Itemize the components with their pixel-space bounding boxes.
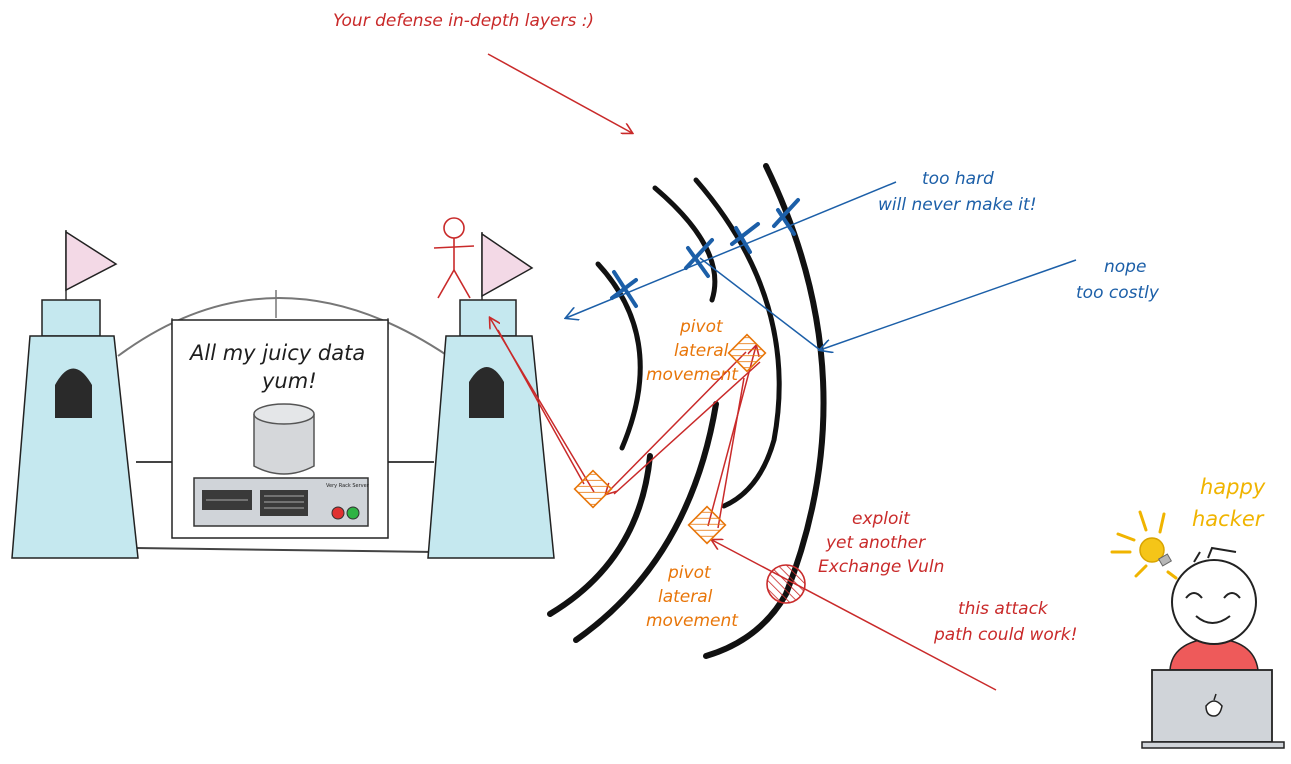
- attack-arrow-pivot-up-2: [717, 377, 745, 529]
- exploit-line1: exploit: [852, 509, 911, 529]
- exploit-line3: Exchange Vuln: [818, 557, 944, 577]
- too-hard-note-line2: will never make it!: [878, 195, 1037, 215]
- attack-arrow-entry: [712, 540, 997, 691]
- pivot-upper-line1: pivot: [679, 317, 724, 337]
- data-panel: All my juicy data yum! Very Rack Server: [171, 319, 389, 539]
- data-label-line2: yum!: [261, 369, 317, 393]
- hacker-head: [1171, 559, 1257, 645]
- left-tower: [11, 230, 139, 559]
- blocked-arrow-nope-bounce: [699, 257, 821, 351]
- attack-arrow-pivot-up: [707, 346, 756, 527]
- block-x-mark: [684, 238, 714, 278]
- attack-line1: this attack: [958, 599, 1049, 619]
- hacker: happy hacker: [1110, 475, 1285, 749]
- nope-note-line2: too costly: [1076, 283, 1160, 303]
- pivot-lower-line2: lateral: [658, 587, 713, 607]
- guard-stick-figure: [433, 217, 475, 299]
- defense-layer-2-lower: [573, 401, 719, 643]
- pivot-diamond-upper: [727, 333, 767, 373]
- pivot-lower-line3: movement: [646, 611, 739, 631]
- server-icon: Very Rack Server: [193, 477, 370, 527]
- server-label: Very Rack Server: [326, 483, 370, 489]
- castle-wall-arch: [117, 297, 449, 357]
- database-icon: [253, 403, 315, 475]
- right-tower-window: [469, 367, 504, 418]
- pivot-upper-line3: movement: [646, 365, 739, 385]
- right-flag: [481, 232, 534, 298]
- title-arrow: [487, 53, 632, 133]
- defense-layer-4: [703, 163, 827, 659]
- left-tower-window: [55, 368, 92, 418]
- server-green-light: [346, 506, 360, 520]
- attack-line2: path could work!: [933, 625, 1077, 645]
- diagram-title: Your defense in-depth layers :): [333, 11, 594, 31]
- hacker-label-line2: hacker: [1192, 507, 1265, 531]
- block-x-mark: [772, 198, 800, 236]
- data-label-line1: All my juicy data: [188, 341, 365, 365]
- left-flag: [65, 230, 118, 292]
- blocked-attempts: [566, 181, 1077, 351]
- castle: All my juicy data yum! Very Rack Server: [11, 217, 555, 559]
- nope-note-line1: nope: [1104, 257, 1146, 277]
- pivot-diamond-lower: [687, 505, 727, 545]
- pivot-diamond-left: [573, 469, 613, 509]
- too-hard-note-line1: too hard: [922, 169, 994, 189]
- pivot-lower-line1: pivot: [667, 563, 712, 583]
- block-x-mark: [730, 222, 760, 254]
- exploit-line2: yet another: [825, 533, 926, 553]
- defense-layer-1-lower: [547, 453, 653, 617]
- pivot-upper-line2: lateral: [674, 341, 729, 361]
- hacker-label-line1: happy: [1200, 475, 1266, 499]
- blocked-arrow-top: [566, 181, 897, 318]
- attack-arrow-pivot-left: [606, 351, 747, 494]
- exploit-hole: [766, 564, 806, 604]
- lightbulb-icon: [1110, 510, 1178, 580]
- server-red-light: [331, 506, 345, 520]
- right-tower: [427, 232, 555, 559]
- blocked-arrow-nope: [820, 259, 1077, 350]
- defense-layer-1-upper: [595, 261, 643, 451]
- block-x-mark: [610, 270, 638, 308]
- attack-path: [490, 318, 997, 691]
- attack-arrow-pivot-left-2: [613, 361, 761, 495]
